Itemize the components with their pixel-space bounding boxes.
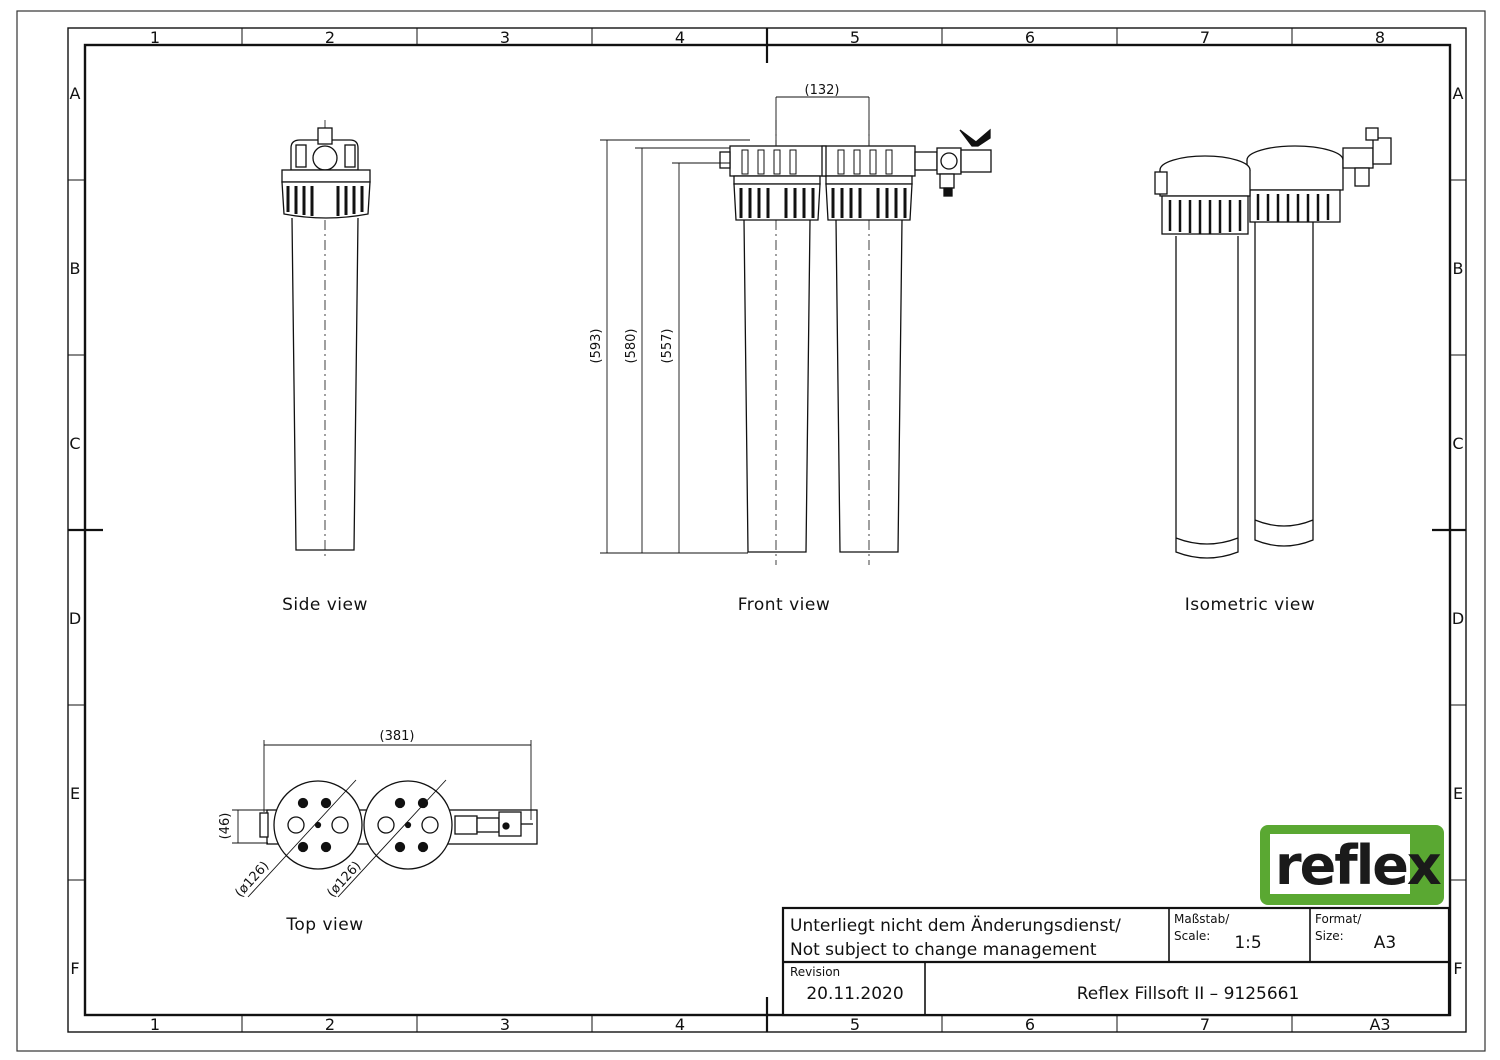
row-label: E <box>1453 784 1463 803</box>
row-label: C <box>1452 434 1463 453</box>
isometric-view-label: Isometric view <box>1185 595 1316 615</box>
col-label: 6 <box>1025 28 1035 47</box>
row-label: A <box>70 84 81 103</box>
dim-height-mid: (580) <box>624 329 639 364</box>
col-label: 8 <box>1375 28 1385 47</box>
dim-top-side: (46) <box>218 813 233 840</box>
col-label: 5 <box>850 28 860 47</box>
sheet-size-label: A3 <box>1369 1015 1390 1034</box>
side-view-drawing <box>281 120 371 560</box>
dim-top-width: (381) <box>380 729 415 744</box>
row-label: A <box>1453 84 1464 103</box>
dim-front-width: (132) <box>805 83 840 98</box>
dim-top-dia-1: (ø126) <box>232 859 272 901</box>
row-label: F <box>1453 959 1462 978</box>
revision-label: Revision <box>790 965 840 979</box>
row-label: C <box>69 434 80 453</box>
scale-label-de: Maßstab/ <box>1174 912 1230 926</box>
note-german: Unterliegt nicht dem Änderungsdienst/ <box>790 915 1121 936</box>
front-view-label: Front view <box>738 595 831 615</box>
dim-height-outer: (593) <box>589 329 604 364</box>
front-view-drawing <box>600 96 992 565</box>
scale-label-en: Scale: <box>1174 929 1210 943</box>
centering-marks <box>68 28 1466 1032</box>
col-label: 2 <box>325 1015 335 1034</box>
outer-frame <box>16 10 1486 1052</box>
note-english: Not subject to change management <box>790 940 1097 960</box>
isometric-view-drawing <box>1154 127 1392 559</box>
format-label-de: Format/ <box>1315 912 1362 926</box>
row-labels-left: A B C D E F <box>69 84 81 978</box>
side-view-label: Side view <box>282 595 368 615</box>
top-view-label: Top view <box>285 915 363 935</box>
reflex-logo: reflex <box>1260 825 1444 905</box>
column-labels-bottom: 1 2 3 4 5 6 7 A3 <box>150 1015 1391 1034</box>
row-labels-right: A B C D E F <box>1452 84 1464 978</box>
col-label: 4 <box>675 1015 685 1034</box>
row-label: D <box>69 609 81 628</box>
col-label: 5 <box>850 1015 860 1034</box>
column-labels-top: 1 2 3 4 5 6 7 8 <box>150 28 1385 47</box>
row-label: D <box>1452 609 1464 628</box>
col-label: 7 <box>1200 28 1210 47</box>
row-label: F <box>70 959 79 978</box>
row-label: B <box>1453 259 1464 278</box>
col-label: 6 <box>1025 1015 1035 1034</box>
zone-dividers <box>68 28 1466 1032</box>
dim-height-inner: (557) <box>660 329 675 364</box>
revision-date: 20.11.2020 <box>806 984 903 1004</box>
col-label: 3 <box>500 1015 510 1034</box>
title-block <box>781 906 1451 1017</box>
col-label: 2 <box>325 28 335 47</box>
col-label: 1 <box>150 28 160 47</box>
col-label: 3 <box>500 28 510 47</box>
scale-value: 1:5 <box>1234 933 1261 953</box>
drawing-title: Reflex Fillsoft II – 9125661 <box>1077 984 1300 1004</box>
format-value: A3 <box>1374 933 1396 953</box>
top-view-drawing <box>232 740 538 898</box>
col-label: 7 <box>1200 1015 1210 1034</box>
row-label: B <box>70 259 81 278</box>
logo-text: reflex <box>1275 834 1442 897</box>
row-label: E <box>70 784 80 803</box>
col-label: 4 <box>675 28 685 47</box>
col-label: 1 <box>150 1015 160 1034</box>
format-label-en: Size: <box>1315 929 1344 943</box>
